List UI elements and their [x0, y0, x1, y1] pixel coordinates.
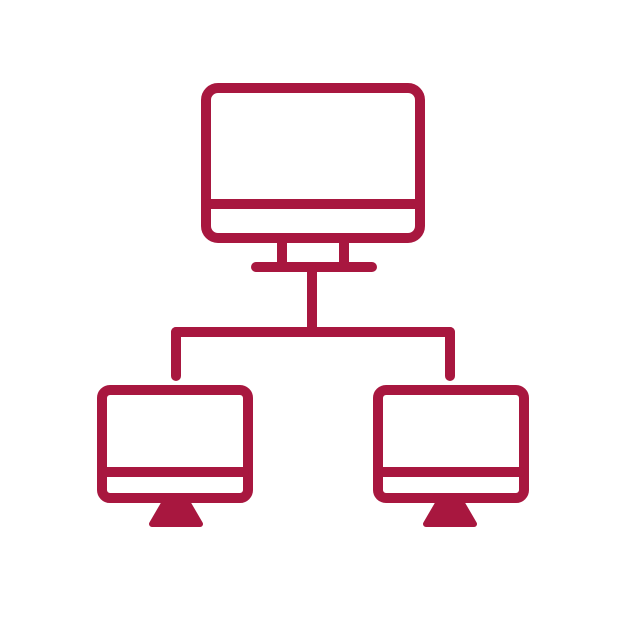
- top-monitor-frame: [201, 83, 425, 243]
- left-monitor-icon: [97, 385, 253, 527]
- left-monitor-stand: [149, 497, 203, 527]
- right-monitor-stand: [423, 497, 477, 527]
- left-monitor-frame: [97, 385, 253, 503]
- network-connector-icon: [171, 265, 455, 381]
- right-monitor-frame: [373, 385, 529, 503]
- top-monitor-icon: [201, 83, 425, 272]
- right-monitor-icon: [373, 385, 529, 527]
